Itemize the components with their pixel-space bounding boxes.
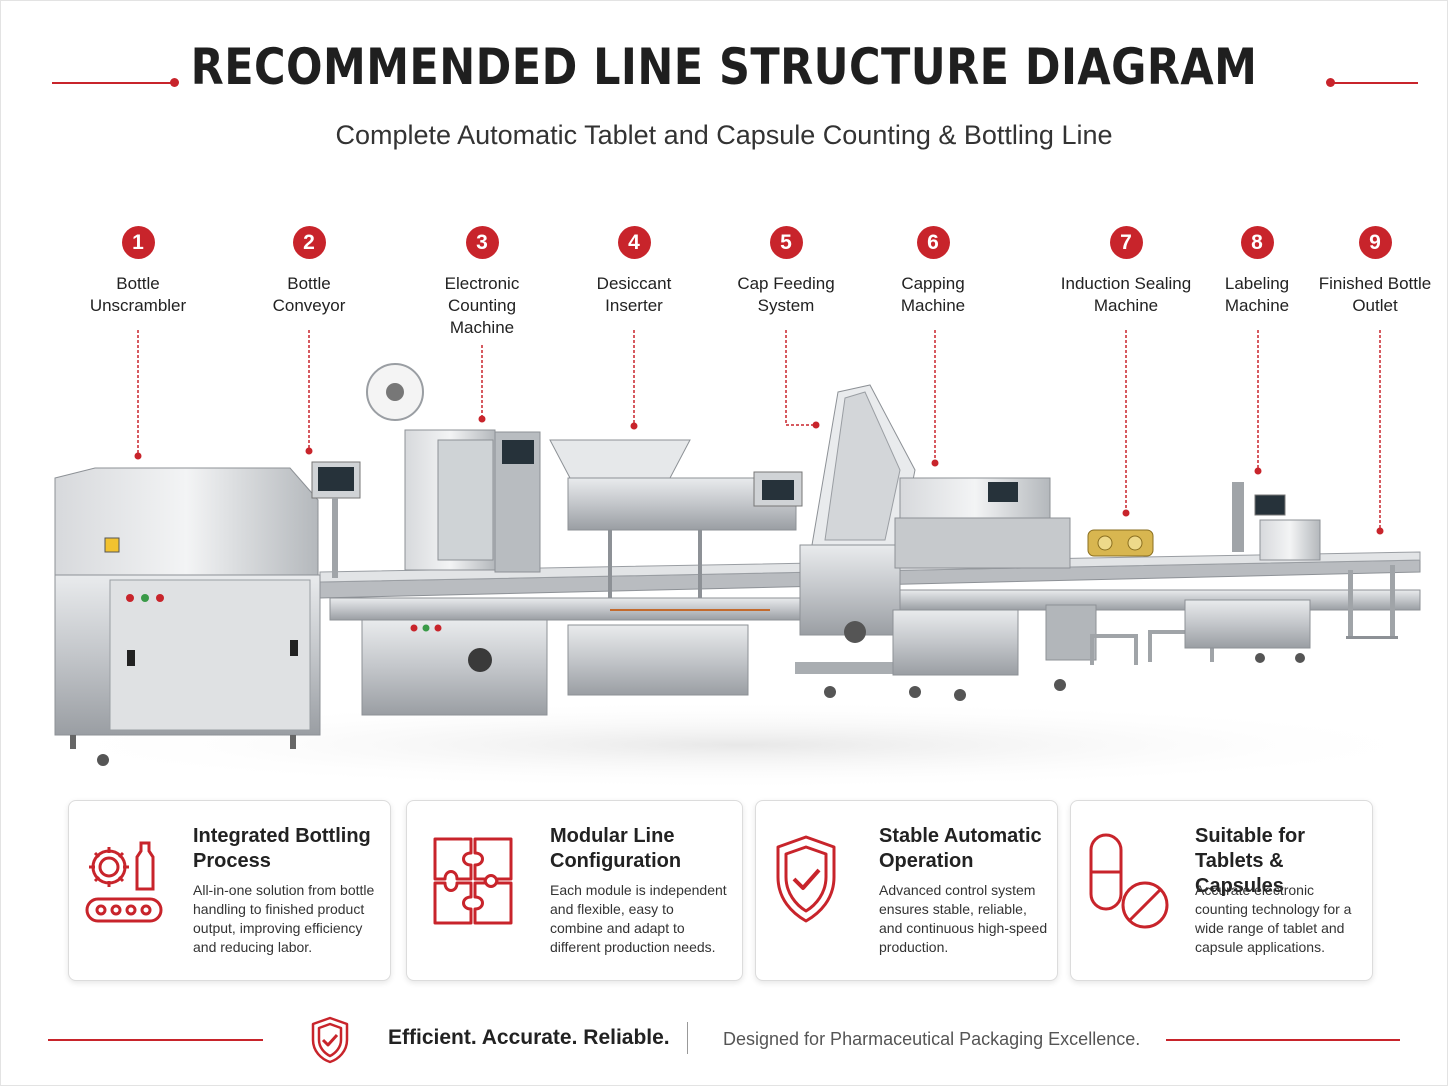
- step-number-badge: 1: [121, 226, 155, 259]
- induction-sealing-machine: [1045, 529, 1214, 665]
- floor-shadow: [20, 700, 1448, 790]
- feature-text: Advanced control system ensures stable, …: [879, 882, 1048, 955]
- production-line-illustration: [20, 330, 1448, 790]
- feature-card-integrated: Integrated Bottling Process All-in-one s…: [68, 800, 391, 981]
- feature-title: Integrated Bottling Process: [193, 825, 371, 872]
- page-title: RECOMMENDED LINE STRUCTURE DIAGRAM: [190, 38, 1258, 96]
- step-label: Cap Feeding System: [737, 274, 835, 315]
- bottle-conveyor-machine: [311, 461, 548, 716]
- capping-machine: [892, 477, 1071, 701]
- step-9: 9 Finished Bottle Outlet: [1300, 226, 1448, 317]
- step-2: 2 Bottle Conveyor: [234, 226, 384, 317]
- feature-text: Accurate electronic counting technology …: [1195, 882, 1352, 955]
- labeling-machine: [1184, 482, 1321, 663]
- step-4: 4 Desiccant Inserter: [559, 226, 709, 317]
- footer-divider: [687, 1022, 688, 1054]
- feature-card-modular: Modular Line Configuration Each module i…: [406, 800, 743, 981]
- shield-check-icon: [311, 1016, 349, 1064]
- page-subtitle: Complete Automatic Tablet and Capsule Co…: [335, 120, 1113, 150]
- step-number-badge: 9: [1358, 226, 1392, 259]
- bottle-unscrambler-machine: [54, 467, 321, 766]
- feature-card-suitable: Suitable for Tablets & Capsules Accurate…: [1070, 800, 1373, 981]
- step-number-badge: 3: [465, 226, 499, 259]
- step-3: 3 Electronic Counting Machine: [407, 226, 557, 339]
- step-label: Bottle Unscrambler: [89, 274, 187, 315]
- feature-title: Modular Line Configuration: [550, 825, 682, 872]
- finished-bottle-outlet: [1346, 565, 1398, 639]
- step-label: Bottle Conveyor: [272, 274, 346, 315]
- footer-note: Designed for Pharmaceutical Packaging Ex…: [723, 1029, 1141, 1049]
- feature-title: Suitable for Tablets & Capsules: [1195, 825, 1306, 897]
- header-right-dot: [1326, 78, 1335, 87]
- electronic-counting-machine: [366, 363, 541, 573]
- footer-tagline: Efficient. Accurate. Reliable.: [388, 1026, 670, 1049]
- step-label: Labeling Machine: [1224, 274, 1290, 315]
- callout-leader-lines: [137, 330, 1381, 530]
- puzzle-icon: [433, 837, 513, 925]
- step-6: 6 Capping Machine: [858, 226, 1008, 317]
- step-label: Capping Machine: [900, 274, 966, 315]
- feature-text: All-in-one solution from bottle handling…: [193, 882, 375, 955]
- step-number-badge: 5: [769, 226, 803, 259]
- step-label: Electronic Counting Machine: [444, 274, 520, 337]
- step-number-badge: 7: [1109, 226, 1143, 259]
- header-left-rule: [52, 82, 172, 84]
- step-label: Induction Sealing Machine: [1060, 274, 1192, 315]
- footer-left-rule: [48, 1039, 263, 1041]
- desiccant-inserter-machine: [549, 439, 803, 696]
- step-8: 8 Labeling Machine: [1182, 226, 1332, 317]
- gear-bottle-conveyor-icon: [85, 841, 163, 923]
- header-left-dot: [170, 78, 179, 87]
- footer-right-rule: [1166, 1039, 1400, 1041]
- step-5: 5 Cap Feeding System: [711, 226, 861, 317]
- capsule-tablet-icon: [1089, 833, 1169, 929]
- step-label: Desiccant Inserter: [596, 274, 672, 315]
- feature-card-stable: Stable Automatic Operation Advanced cont…: [755, 800, 1058, 981]
- step-label: Finished Bottle Outlet: [1318, 274, 1432, 315]
- step-number-badge: 4: [617, 226, 651, 259]
- step-1: 1 Bottle Unscrambler: [63, 226, 213, 317]
- step-number-badge: 2: [292, 226, 326, 259]
- feature-title: Stable Automatic Operation: [879, 825, 1042, 872]
- feature-text: Each module is independent and flexible,…: [550, 882, 727, 955]
- step-number-badge: 6: [916, 226, 950, 259]
- callout-leader-dots: [134, 415, 1384, 535]
- header-right-rule: [1332, 82, 1418, 84]
- step-7: 7 Induction Sealing Machine: [1041, 226, 1211, 317]
- shield-check-icon: [776, 835, 836, 923]
- step-number-badge: 8: [1240, 226, 1274, 259]
- cap-feeding-system-machine: [795, 384, 955, 698]
